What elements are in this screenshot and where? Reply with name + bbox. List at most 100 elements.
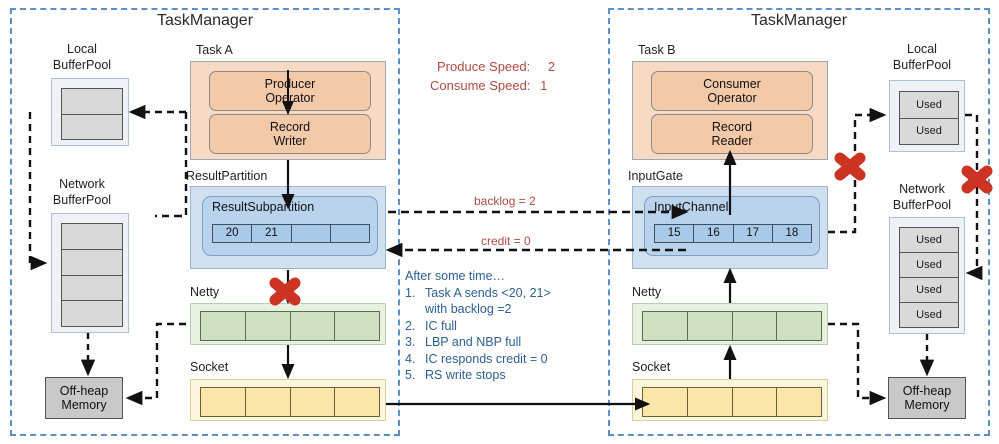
result-subpartition-label: ResultSubpartition: [212, 200, 315, 214]
input-channel-buffers: 15 16 17 18: [654, 224, 812, 243]
left-local-bufferpool-label-line1: Local: [67, 42, 97, 56]
right-network-bufferpool-label-line2: BufferPool: [892, 198, 952, 212]
right-off-heap-line2: Memory: [904, 398, 950, 412]
step-item: 1. Task A sends <20, 21>: [405, 285, 627, 302]
pool-cell: [62, 114, 122, 139]
steps-list: After some time… 1. Task A sends <20, 21…: [405, 268, 627, 384]
buffer-cell: [292, 225, 331, 242]
right-off-heap-memory: Off-heap Memory: [888, 377, 966, 419]
produce-speed-value: 2: [547, 59, 556, 74]
step-text: LBP and NBP full: [425, 335, 522, 349]
buffer-cell: 17: [734, 225, 773, 242]
right-netty-box: [632, 303, 828, 345]
step-number: 3.: [405, 335, 416, 349]
pool-cell: Used: [900, 303, 958, 327]
left-local-bufferpool: [51, 78, 129, 146]
pool-cell: [62, 249, 122, 276]
right-network-bufferpool: Used Used Used Used: [889, 217, 965, 334]
pool-cell: [62, 275, 122, 302]
netty-cell: [335, 312, 379, 340]
netty-cell: [688, 312, 733, 340]
producer-operator-line2: Operator: [265, 91, 315, 105]
record-writer-line2: Writer: [273, 134, 307, 148]
pool-cell: [62, 301, 122, 326]
buffer-cell: 15: [655, 225, 695, 242]
step-text: with backlog =2: [425, 302, 512, 316]
left-local-bufferpool-label-line2: BufferPool: [52, 58, 112, 72]
socket-cell: [201, 388, 246, 416]
netty-cell: [201, 312, 246, 340]
step-text: IC full: [425, 318, 457, 333]
right-socket-box: [632, 379, 828, 421]
record-writer-box: Record Writer: [209, 114, 371, 154]
pool-cell: Used: [900, 253, 958, 278]
right-socket-cells: [642, 387, 822, 417]
left-off-heap-line2: Memory: [61, 398, 107, 412]
result-subpartition-box: ResultSubpartition 20 21: [202, 196, 378, 256]
netty-cell: [246, 312, 291, 340]
right-local-bufferpool-label-line2: BufferPool: [892, 58, 952, 72]
buffer-cell: 16: [694, 225, 734, 242]
pool-cell: Used: [900, 278, 958, 303]
pool-cell: [62, 89, 122, 115]
socket-cell: [246, 388, 291, 416]
record-writer-line1: Record: [269, 120, 311, 134]
netty-cell: [733, 312, 778, 340]
netty-cell: [291, 312, 336, 340]
netty-cell: [777, 312, 821, 340]
backlog-label: backlog = 2: [474, 194, 536, 208]
steps-title: After some time…: [405, 269, 506, 283]
pool-cell: Used: [900, 228, 958, 253]
input-gate-box: InputChannel 15 16 17 18: [632, 186, 828, 269]
step-item: 2. IC full: [405, 318, 627, 335]
right-socket-label: Socket: [632, 360, 671, 374]
right-network-bufferpool-cells: Used Used Used Used: [899, 227, 959, 328]
step-number: 1.: [405, 285, 416, 300]
consumer-operator-box: Consumer Operator: [651, 71, 813, 111]
consume-speed-label: Consume Speed:: [430, 78, 531, 93]
netty-cell: [643, 312, 688, 340]
input-channel-label: InputChannel: [654, 200, 729, 214]
step-number: 5.: [405, 368, 416, 382]
step-item: with backlog =2: [405, 301, 627, 318]
task-a-box: Producer Operator Record Writer: [190, 61, 386, 160]
step-number: 2.: [405, 318, 416, 333]
step-item: 4. IC responds credit = 0: [405, 351, 627, 368]
producer-operator-box: Producer Operator: [209, 71, 371, 111]
step-item: 3. LBP and NBP full: [405, 334, 627, 351]
right-taskmanager-title: TaskManager: [750, 12, 848, 29]
right-local-bufferpool: Used Used: [889, 80, 965, 152]
step-number: 4.: [405, 351, 416, 366]
left-network-bufferpool-label-line1: Network: [59, 177, 105, 191]
pool-cell: Used: [900, 92, 958, 119]
produce-speed-label: Produce Speed:: [437, 59, 531, 74]
step-number: [405, 301, 425, 318]
left-taskmanager-frame: [10, 8, 400, 436]
pool-cell: [62, 224, 122, 250]
step-text: Task A sends <20, 21>: [425, 285, 551, 300]
right-task-label: Task B: [638, 43, 676, 57]
input-gate-label: InputGate: [628, 169, 683, 183]
left-socket-cells: [200, 387, 380, 417]
right-local-bufferpool-label-line1: Local: [907, 42, 937, 56]
consume-speed-row: Consume Speed: 1: [430, 77, 547, 96]
left-netty-label: Netty: [190, 285, 220, 299]
step-item: 5. RS write stops: [405, 367, 627, 384]
left-task-label: Task A: [196, 43, 233, 57]
buffer-cell: 21: [252, 225, 292, 242]
socket-cell: [335, 388, 379, 416]
step-text: IC responds credit = 0: [425, 351, 548, 366]
socket-cell: [291, 388, 336, 416]
buffer-cell: [331, 225, 369, 242]
buffer-cell: 18: [785, 227, 799, 239]
left-off-heap-memory: Off-heap Memory: [45, 377, 123, 419]
left-netty-cells: [200, 311, 380, 341]
credit-label: credit = 0: [481, 234, 531, 248]
produce-speed-row: Produce Speed: 2: [437, 58, 555, 77]
left-network-bufferpool: [51, 213, 129, 333]
socket-cell: [777, 388, 821, 416]
record-reader-box: Record Reader: [651, 114, 813, 154]
right-off-heap-line1: Off-heap: [902, 384, 952, 398]
left-network-bufferpool-cells: [61, 223, 123, 327]
